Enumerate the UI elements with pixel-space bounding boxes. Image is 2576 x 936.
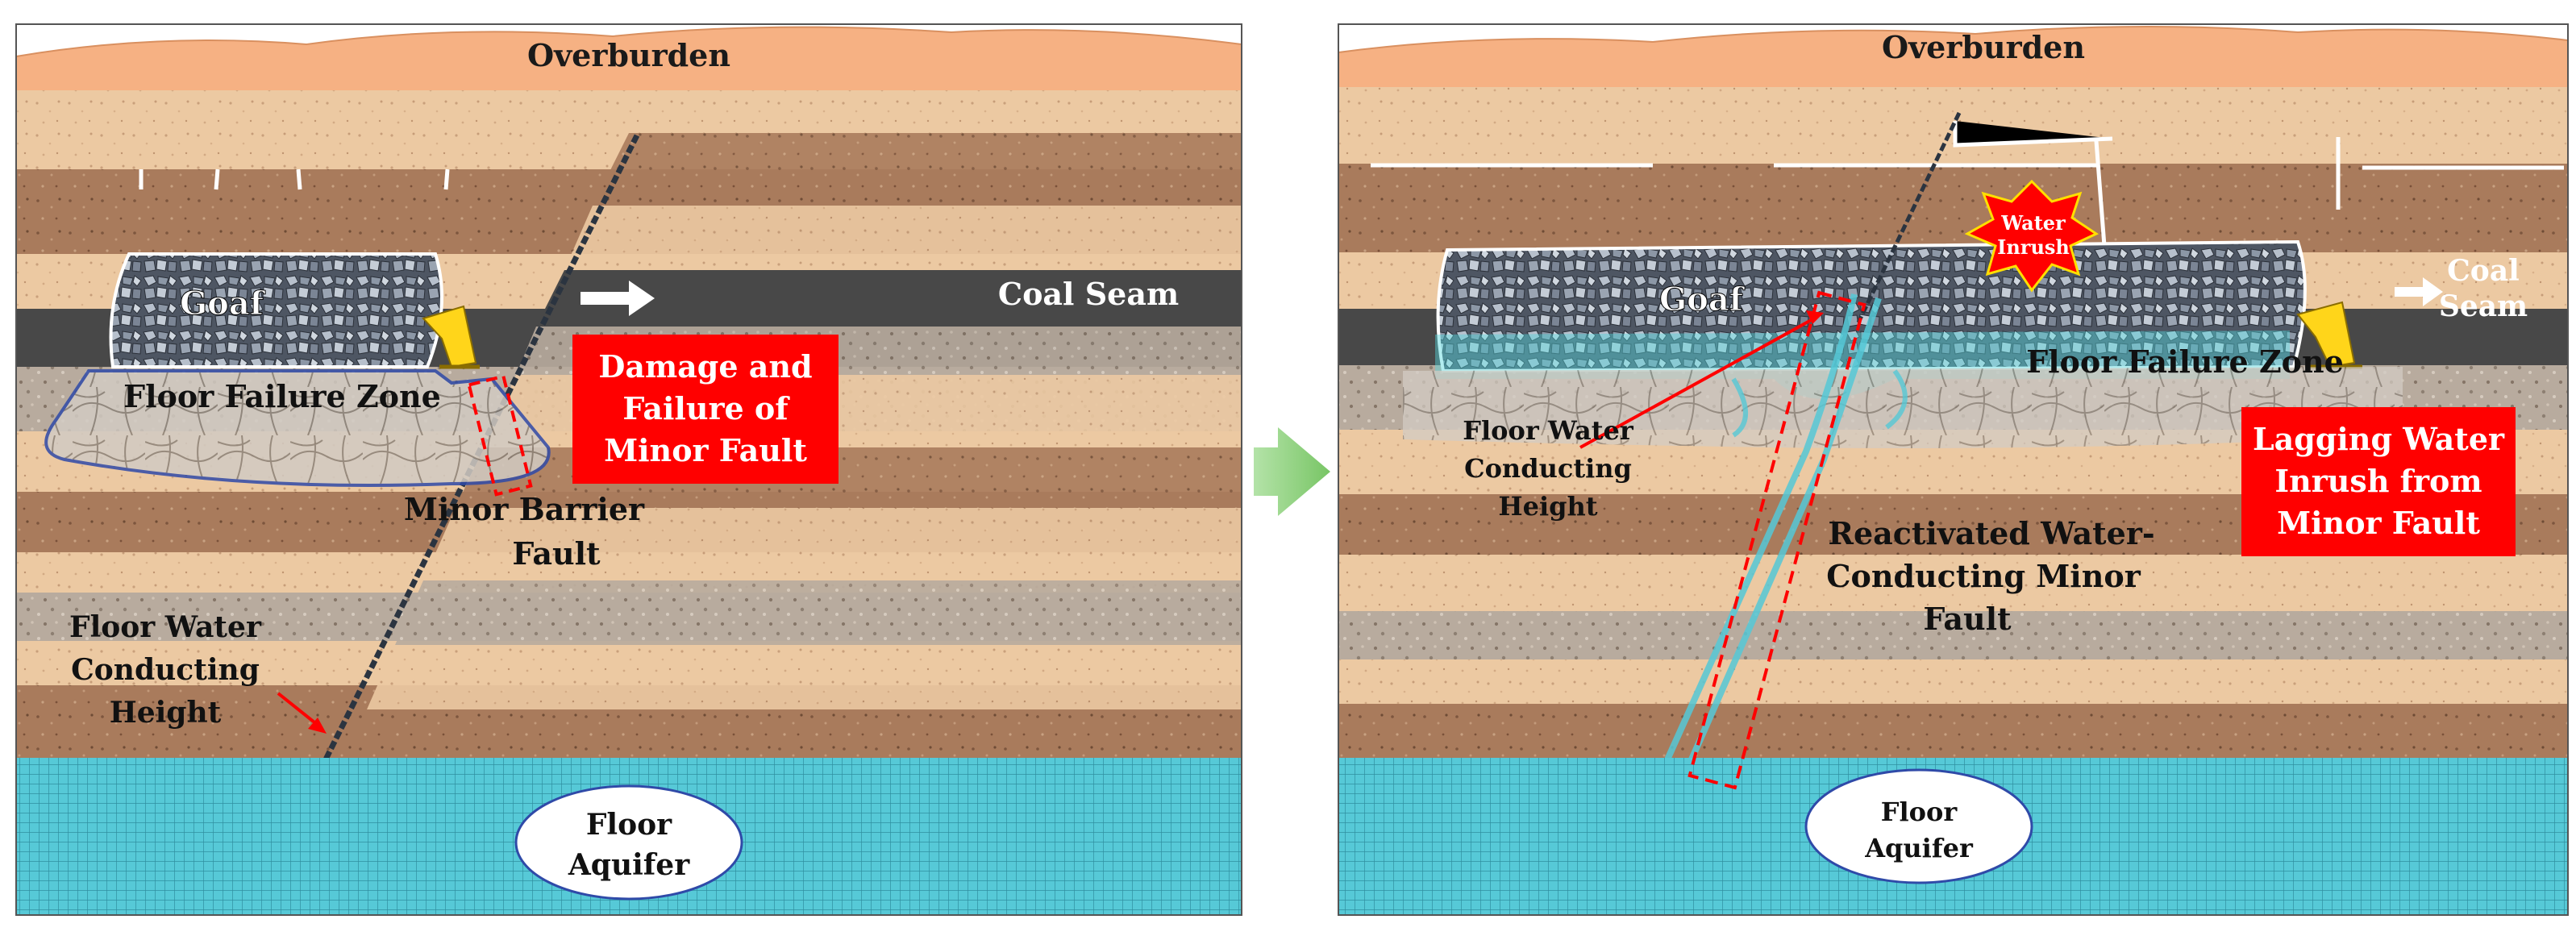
overburden-label-right: Overburden [1882,29,2085,65]
lagging-box-line-1: Lagging Water [2253,421,2505,457]
reactivated-fault-label-1: Reactivated Water- [1828,515,2154,551]
overburden-layer-right [1338,25,2568,89]
lagging-box-line-2: Inrush from [2274,463,2482,499]
floor-aquifer-ellipse-left: Floor Aquifer [514,784,743,901]
floor-aquifer-label-left-2: Aquifer [568,848,690,882]
water-inrush-label-2: Inrush [1997,235,2070,259]
goaf-left [109,252,443,368]
coal-seam-label-right-1: Coal [2447,254,2520,288]
lagging-water-inrush-box: Lagging Water Inrush from Minor Fault [2241,407,2516,556]
overburden-label-left: Overburden [527,37,730,73]
floor-failure-zone-label-right: Floor Failure Zone [2026,343,2344,380]
lagging-box-line-3: Minor Fault [2277,505,2480,541]
goaf-label-right: Goaf [1659,281,1746,318]
floor-aquifer-label-right-2: Aquifer [1864,833,1974,863]
reactivated-fault-line [1856,111,1962,324]
hydraulic-support-icon [422,305,480,369]
floor-water-height-left-1: Floor Water [69,610,262,644]
left-panel: Overburden Goaf Coal Seam Floor Failure … [15,23,1242,916]
goaf-right [1436,239,2307,373]
transition-arrow-icon [1254,427,1330,516]
floor-water-height-right-3: Height [1498,491,1597,522]
goaf-label-left: Goaf [180,285,266,322]
overburden-layer [16,26,1242,94]
damage-box-line-1: Damage and [598,348,812,385]
damage-failure-box: Damage and Failure of Minor Fault [572,335,839,484]
floor-aquifer-label-right-1: Floor [1881,797,1958,827]
floor-aquifer-label-left-1: Floor [586,808,672,842]
right-panel: Overburden Water Inrush Goaf Coal Seam F… [1338,23,2569,916]
coal-seam-label-right-2: Seam [2439,289,2528,323]
floor-aquifer-ellipse-right: Floor Aquifer [1804,768,2033,884]
minor-barrier-fault-line [303,134,640,800]
coal-seam-label-left: Coal Seam [998,276,1179,312]
hydraulic-support-icon-right [2296,301,2362,369]
minor-barrier-fault-label-2: Fault [512,535,601,572]
minor-barrier-fault-label-1: Minor Barrier [404,491,645,527]
advance-arrow-icon [581,281,655,316]
damage-box-line-2: Failure of [622,390,790,426]
floor-failure-zone-label-left: Floor Failure Zone [123,378,441,414]
floor-water-height-right-1: Floor Water [1463,415,1634,446]
floor-water-height-left-3: Height [110,696,222,730]
water-inrush-label-1: Water [2000,211,2066,235]
reactivated-fault-label-2: Conducting Minor [1826,558,2141,594]
water-inrush-burst-icon [1964,179,2100,293]
advance-arrow-icon-right [2395,277,2443,306]
floor-water-height-right-2: Conducting [1464,453,1632,484]
floor-water-height-left-2: Conducting [71,653,260,687]
floor-failure-zone-left [44,369,551,487]
damage-box-line-3: Minor Fault [604,432,807,468]
reactivated-fault-label-3: Fault [1923,601,2012,637]
